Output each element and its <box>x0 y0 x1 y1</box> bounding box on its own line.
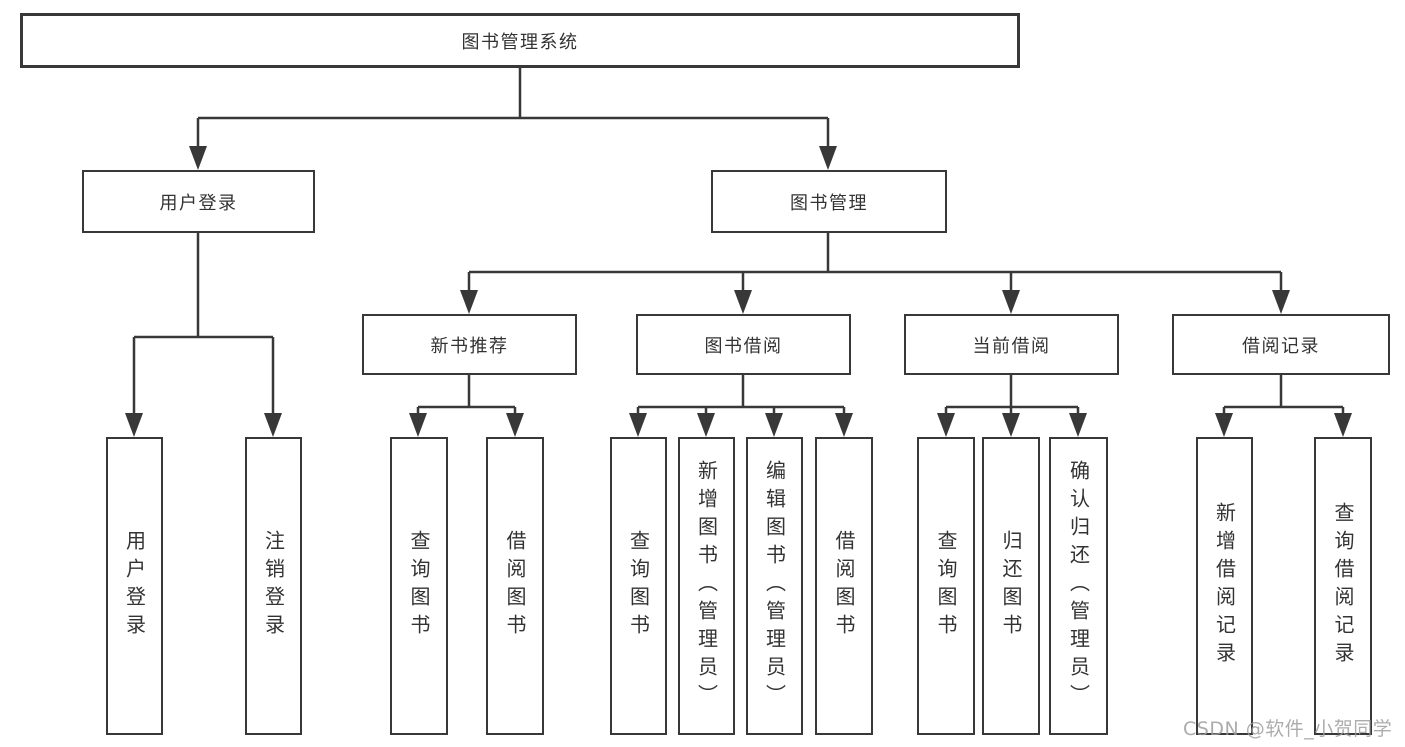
leaf-borrow-books-recommend: 借阅图书 <box>486 437 544 735</box>
leaf-edit-books-admin: 编辑图书（管理员） <box>746 437 803 735</box>
leaf-add-books-admin: 新增图书（管理员） <box>678 437 735 735</box>
node-book-management: 图书管理 <box>711 170 947 233</box>
leaf-logout: 注销登录 <box>245 437 302 735</box>
leaf-return-books: 归还图书 <box>982 437 1040 735</box>
leaf-search-books-recommend: 查询图书 <box>390 437 448 735</box>
node-library-system: 图书管理系统 <box>20 13 1020 68</box>
leaf-search-borrow-record: 查询借阅记录 <box>1314 437 1372 735</box>
leaf-confirm-return-admin: 确认归还（管理员） <box>1049 437 1108 735</box>
node-user-login: 用户登录 <box>82 170 315 233</box>
leaf-search-books-current: 查询图书 <box>917 437 975 735</box>
node-borrowing-records: 借阅记录 <box>1172 314 1390 375</box>
watermark: CSDN @软件_小贺同学 <box>1183 718 1393 740</box>
node-current-borrowing: 当前借阅 <box>904 314 1119 375</box>
leaf-search-books-borrow: 查询图书 <box>610 437 667 735</box>
leaf-user-login: 用户登录 <box>106 437 163 735</box>
node-book-borrowing: 图书借阅 <box>636 314 851 375</box>
leaf-add-borrow-record: 新增借阅记录 <box>1196 437 1253 735</box>
node-new-book-recommend: 新书推荐 <box>362 314 577 375</box>
leaf-borrow-books: 借阅图书 <box>815 437 873 735</box>
